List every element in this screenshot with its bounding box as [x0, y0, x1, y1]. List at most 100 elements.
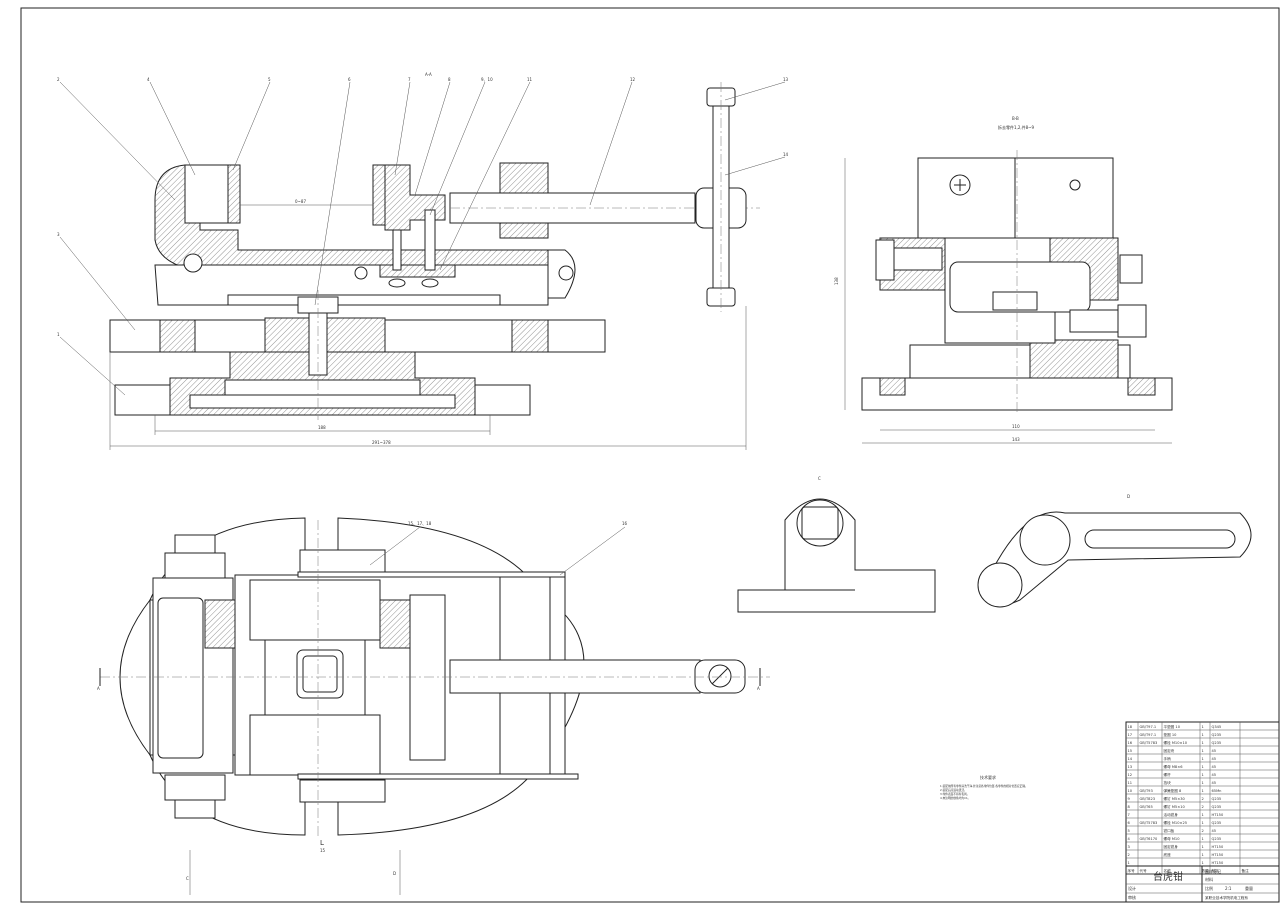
bom-cell: 底座 — [1164, 852, 1172, 857]
bom-cell: 1 — [1202, 813, 1204, 817]
bom-cell: 45 — [1212, 781, 1217, 785]
bom-cell: 平垫圈 10 — [1164, 724, 1181, 729]
title-sheet-mark: 图样标记 — [1205, 868, 1221, 874]
bom-cell: GB/T93 — [1140, 789, 1153, 793]
bom-cell: GB/T5783 — [1140, 741, 1158, 745]
bom-cell: 1 — [1202, 837, 1204, 841]
bom-cell: 1 — [1202, 781, 1204, 785]
bom-cell: 6 — [1128, 821, 1131, 825]
detail-view-c: C — [737, 476, 936, 613]
leader-16: 16 — [622, 521, 628, 526]
bom-cell: 1 — [1202, 861, 1204, 865]
tech-line-1: 1.装配前所有零件清洗干净,并注意各零件位置,各零件的相对位置应正确。 — [940, 784, 1028, 788]
bom-cell: Q235 — [1212, 837, 1222, 841]
label-15: 15 — [320, 848, 326, 853]
bom-cell: 18 — [1128, 725, 1133, 729]
bom-cell: GB/T97.1 — [1140, 733, 1157, 737]
dim-overall: 291~378 — [372, 440, 391, 445]
leader-15-17-18: 15、17、18 — [408, 521, 432, 526]
leader-2: 2 — [57, 77, 60, 82]
bom-cell: 16 — [1128, 741, 1133, 745]
bom-header-cell: 序号 — [1128, 868, 1136, 873]
bom-cell: 螺栓 M10×10 — [1164, 740, 1188, 745]
leader-11: 11 — [527, 77, 533, 82]
sheet-border — [20, 7, 1280, 903]
dim-143: 143 — [1012, 437, 1020, 442]
tech-line-3: 3.零件表面不得有毛刺。 — [940, 792, 969, 796]
bom-cell: Q235 — [1212, 805, 1222, 809]
bom-cell: 螺钉 M5×30 — [1164, 796, 1186, 801]
bom-cell: 1 — [1202, 733, 1204, 737]
bom-cell: 1 — [1202, 845, 1204, 849]
bom-cell: 9 — [1128, 797, 1131, 801]
title-scale-label: 比例 — [1205, 885, 1213, 891]
bom-cell: 1 — [1128, 861, 1130, 865]
bom-cell: 螺母 M8×6 — [1164, 764, 1184, 769]
title-name: 台虎钳 — [1153, 870, 1183, 883]
tech-title: 技术要求 — [980, 774, 996, 780]
leader-5: 5 — [268, 77, 271, 82]
leader-1: 1 — [57, 332, 60, 337]
bom-cell: HT150 — [1212, 845, 1224, 849]
bom-cell: 8 — [1128, 805, 1131, 809]
bom-cell: 2 — [1202, 797, 1204, 801]
leader-9-10: 9、10 — [481, 77, 493, 82]
bom-cell: GB/T97.1 — [1140, 725, 1157, 729]
bom-cell: 钳口板 — [1164, 828, 1175, 833]
bom-header-cell: 备注 — [1242, 868, 1250, 873]
bom-cell: 弹簧垫圈 8 — [1164, 788, 1183, 793]
bom-cell: 2 — [1202, 829, 1204, 833]
title-block: 台虎钳 图样标记 材料 比例 2:1 重量 设计 审核 某职业技术学院机电工程系 — [1125, 865, 1280, 903]
bom-cell: HT150 — [1212, 861, 1224, 865]
bom-header-cell: 材料 — [1212, 868, 1220, 873]
bom-cell: Q235 — [1212, 821, 1222, 825]
plan-view: 15、17、18 16 A A C D L 15 — [97, 517, 770, 895]
bom-cell: HT150 — [1212, 853, 1224, 857]
bom-cell: 活动钳身 — [1164, 812, 1179, 817]
title-material: 材料 — [1205, 876, 1213, 882]
bom-cell: 7 — [1128, 813, 1130, 817]
bom-cell: 15 — [1128, 749, 1133, 753]
bom-cell: 1 — [1202, 765, 1204, 769]
detail-d-label: D — [1127, 494, 1130, 499]
label-a-right: A — [757, 686, 760, 691]
detail-c-label: C — [818, 476, 821, 481]
label-a-left: A — [97, 686, 100, 691]
leader-13: 13 — [783, 77, 789, 82]
bom-cell: GB/T6170 — [1140, 837, 1159, 841]
leader-6: 6 — [348, 77, 351, 82]
bom-cell: 14 — [1128, 757, 1133, 761]
bom-cell: 45 — [1212, 829, 1217, 833]
dim-opening: 0~87 — [295, 199, 306, 204]
tech-requirements: 技术要求 1.装配前所有零件清洗干净,并注意各零件位置,各零件的相对位置应正确。… — [940, 774, 1028, 800]
bom-cell: 固定钳身 — [1164, 844, 1179, 849]
bom-cell: 12 — [1128, 773, 1133, 777]
bom-cell: 4 — [1128, 837, 1131, 841]
dim-110: 110 — [1012, 424, 1020, 429]
bom-cell: 1 — [1202, 749, 1204, 753]
leader-8: 8 — [448, 77, 451, 82]
side-section-view: B-B 拆去零件1,2,件8~9 138 110 143 — [834, 116, 1173, 444]
bom-cell: HT150 — [1212, 813, 1224, 817]
section-label-aa: A-A — [425, 72, 432, 77]
leader-lines: 2 4 5 6 7 8 9、10 11 12 13 14 3 1 — [57, 77, 789, 396]
bom-cell: GB/T5783 — [1140, 821, 1158, 825]
bom-cell: 17 — [1128, 733, 1133, 737]
title-checker: 审核 — [1128, 894, 1136, 900]
leader-4: 4 — [147, 77, 150, 82]
scale-note: 拆去零件1,2,件8~9 — [998, 124, 1035, 130]
bom-cell: 45 — [1212, 757, 1217, 761]
bom-cell: 1 — [1202, 725, 1204, 729]
bom-cell: GB/T823 — [1140, 797, 1156, 801]
bom-cell: Q235 — [1212, 733, 1222, 737]
bom-cell: 1 — [1202, 741, 1204, 745]
bom-cell: Q345 — [1212, 725, 1222, 729]
bom-cell: 2 — [1202, 805, 1204, 809]
title-weight-label: 重量 — [1245, 885, 1253, 891]
bom-cell: 手柄 — [1164, 756, 1172, 761]
title-designer: 设计 — [1128, 885, 1136, 891]
bom-cell: 固定块 — [1164, 748, 1175, 753]
leader-7: 7 — [408, 77, 411, 82]
